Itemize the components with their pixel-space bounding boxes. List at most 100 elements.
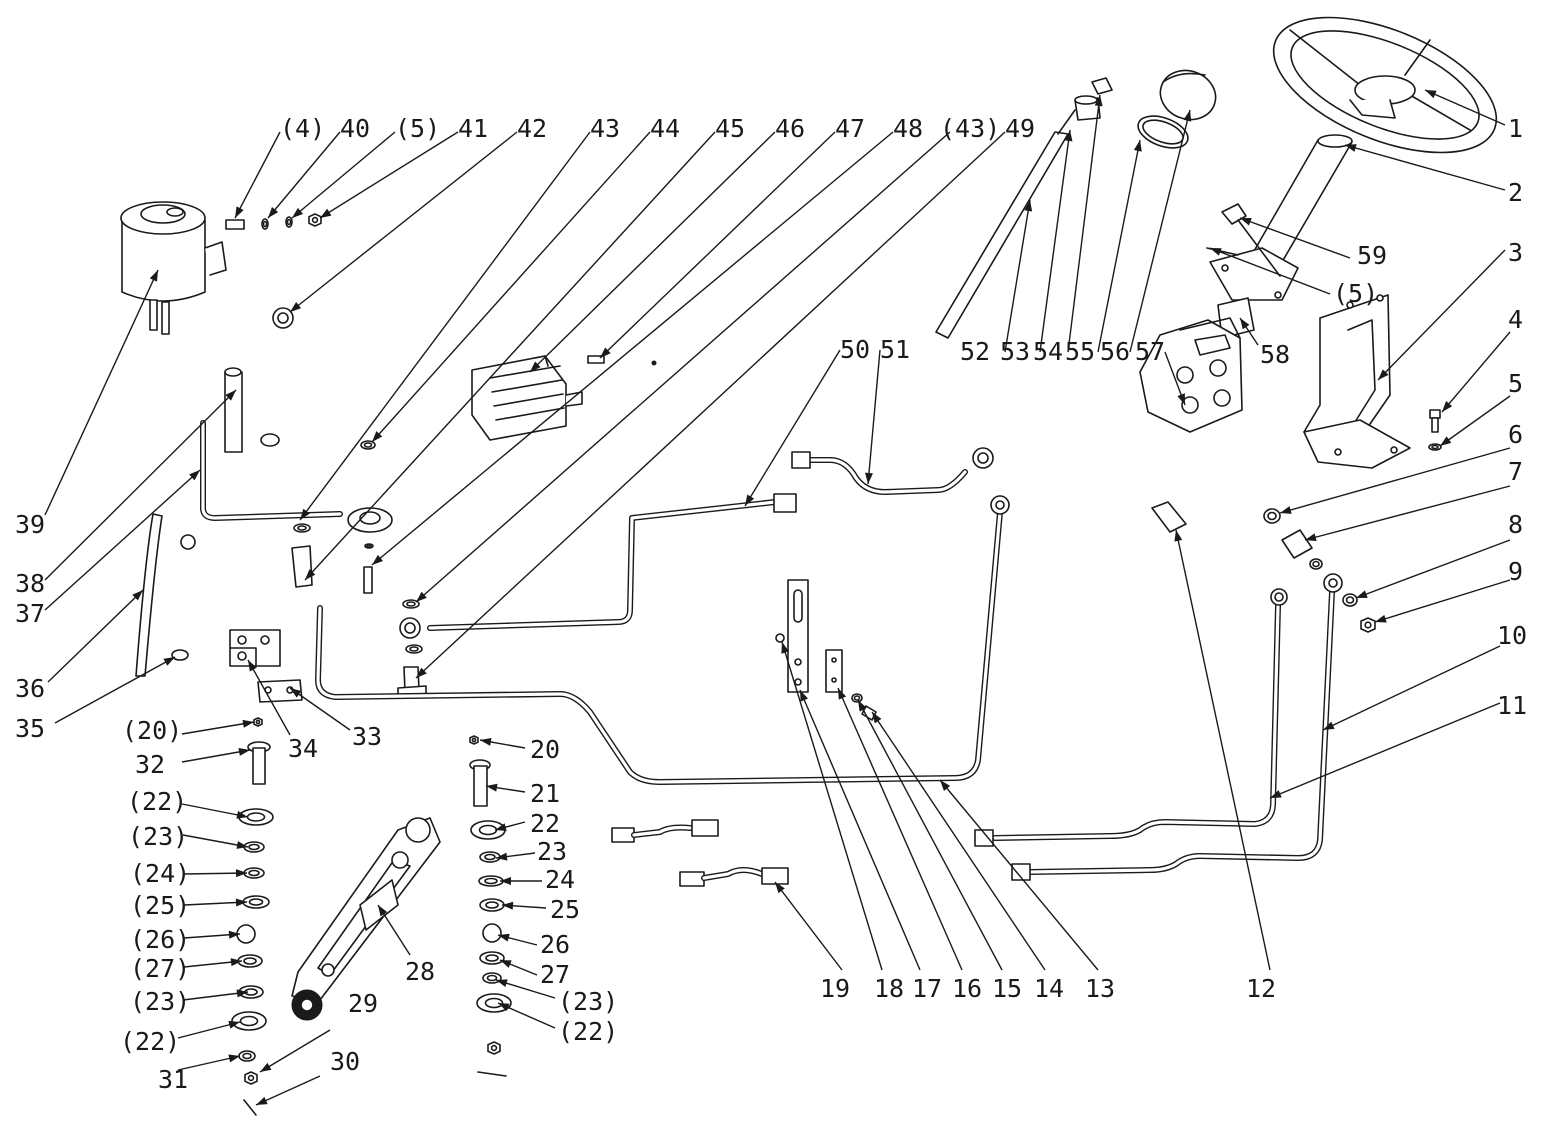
cap-rim xyxy=(1162,72,1206,83)
arrowhead-l44 xyxy=(372,431,383,442)
arrowhead-l55 xyxy=(1133,140,1142,152)
leader-l35 xyxy=(54,656,176,724)
tube-51-outline xyxy=(807,457,968,495)
leader-l15 xyxy=(857,699,1003,971)
arrowhead-l48 xyxy=(372,554,384,565)
foot-hole xyxy=(1390,446,1398,454)
pin xyxy=(225,219,245,230)
leader-l5b xyxy=(1209,247,1331,295)
label-l21: 21 xyxy=(530,779,560,808)
bolt xyxy=(363,566,373,594)
washer-8-hole xyxy=(1345,596,1355,604)
washer-24a-hole xyxy=(248,869,260,877)
label-l43: 43 xyxy=(590,114,620,143)
arrowhead-l36 xyxy=(132,590,143,601)
washer-6 xyxy=(1263,508,1281,524)
washer-25a-hole xyxy=(248,898,264,906)
arrowhead-l19 xyxy=(775,882,785,894)
leader-l2 xyxy=(1344,144,1506,191)
washer-43b xyxy=(360,440,376,450)
label-l12: 12 xyxy=(1246,974,1276,1003)
line-11-outline xyxy=(992,603,1281,841)
ball-26 xyxy=(482,923,502,943)
label-l14: 14 xyxy=(1034,974,1064,1003)
label-l22b: (22) xyxy=(120,1027,180,1056)
nut-18 xyxy=(775,633,785,643)
hose-37-core xyxy=(201,421,342,520)
label-l24a: (24) xyxy=(130,859,190,888)
pipe-50 xyxy=(399,493,797,639)
arrowhead-l3 xyxy=(1378,369,1389,380)
label-l26a: (26) xyxy=(130,925,190,954)
label-l24: 24 xyxy=(545,865,575,894)
hose-36 xyxy=(135,513,163,677)
washer-40 xyxy=(261,218,269,230)
arrowhead-l24a xyxy=(235,869,247,878)
grease-fitting-20 xyxy=(469,735,479,745)
label-l11: 11 xyxy=(1497,691,1527,720)
washer-27-hole xyxy=(485,954,499,962)
cap xyxy=(1159,69,1217,121)
arrowhead-l5b xyxy=(1210,248,1222,256)
leader-l22a xyxy=(181,803,249,818)
arrowhead-l20 xyxy=(480,737,492,746)
arrowhead-l49 xyxy=(416,667,427,678)
arrowhead-l1 xyxy=(1425,90,1437,99)
tank-port xyxy=(149,299,158,331)
arrowhead-l23c xyxy=(496,979,508,988)
label-l18: 18 xyxy=(874,974,904,1003)
bolt-46 xyxy=(587,355,605,364)
arrowhead-l23a xyxy=(236,841,248,849)
motor-fins xyxy=(489,365,565,421)
base-pin xyxy=(321,963,335,977)
tube-51-eye-hole xyxy=(977,452,989,464)
pipe-top xyxy=(224,367,242,377)
bolt-shank xyxy=(1237,219,1281,277)
foot-hole xyxy=(1334,448,1342,456)
arrowhead-l40 xyxy=(268,206,279,218)
label-l5b: (5) xyxy=(1333,279,1378,308)
label-l56: 56 xyxy=(1100,337,1130,366)
clamp-37b xyxy=(180,534,196,550)
label-l4a: (4) xyxy=(280,114,325,143)
tank-bracket xyxy=(204,241,227,276)
leader-l42 xyxy=(289,131,518,313)
arrowhead-l25 xyxy=(502,901,514,910)
cap-knob xyxy=(166,207,184,217)
fitting-7 xyxy=(1281,529,1313,559)
label-l51: 51 xyxy=(880,335,910,364)
label-l31: 31 xyxy=(158,1065,188,1094)
leader-l14 xyxy=(871,711,1046,971)
fitting xyxy=(1151,501,1187,533)
washer-23-hole xyxy=(484,853,496,861)
clamp xyxy=(180,534,196,550)
washer-25 xyxy=(479,898,505,912)
pin-body xyxy=(473,765,488,807)
washer-31-hole xyxy=(242,1052,252,1060)
arrowhead-l23 xyxy=(496,852,508,861)
hose-19b-core xyxy=(702,868,764,880)
label-l23c: (23) xyxy=(558,987,618,1016)
steering-unit xyxy=(1139,317,1243,433)
washer-47 xyxy=(364,543,374,549)
leader-l49 xyxy=(415,131,1006,679)
washer-15 xyxy=(851,693,863,703)
castle-nut-29-bore xyxy=(490,1044,498,1052)
leader-l4 xyxy=(1441,331,1511,413)
label-l40: 40 xyxy=(340,114,370,143)
washer-22b xyxy=(231,1011,267,1031)
bracket-17 xyxy=(787,579,809,693)
arrowhead-l50 xyxy=(745,494,755,506)
hole xyxy=(260,635,270,645)
arrowhead-l10 xyxy=(1323,721,1335,730)
washer-23c-hole xyxy=(486,974,498,982)
hole xyxy=(831,657,837,663)
label-l23a: (23) xyxy=(128,822,188,851)
top-hole xyxy=(1346,301,1354,309)
motor-housing xyxy=(471,355,567,441)
pipe-13-core xyxy=(316,510,1002,784)
washer-27a-hole xyxy=(243,957,257,965)
arrowhead-l22b xyxy=(228,1020,240,1029)
arrowhead-l52 xyxy=(1024,200,1033,212)
clip-35 xyxy=(171,649,189,661)
